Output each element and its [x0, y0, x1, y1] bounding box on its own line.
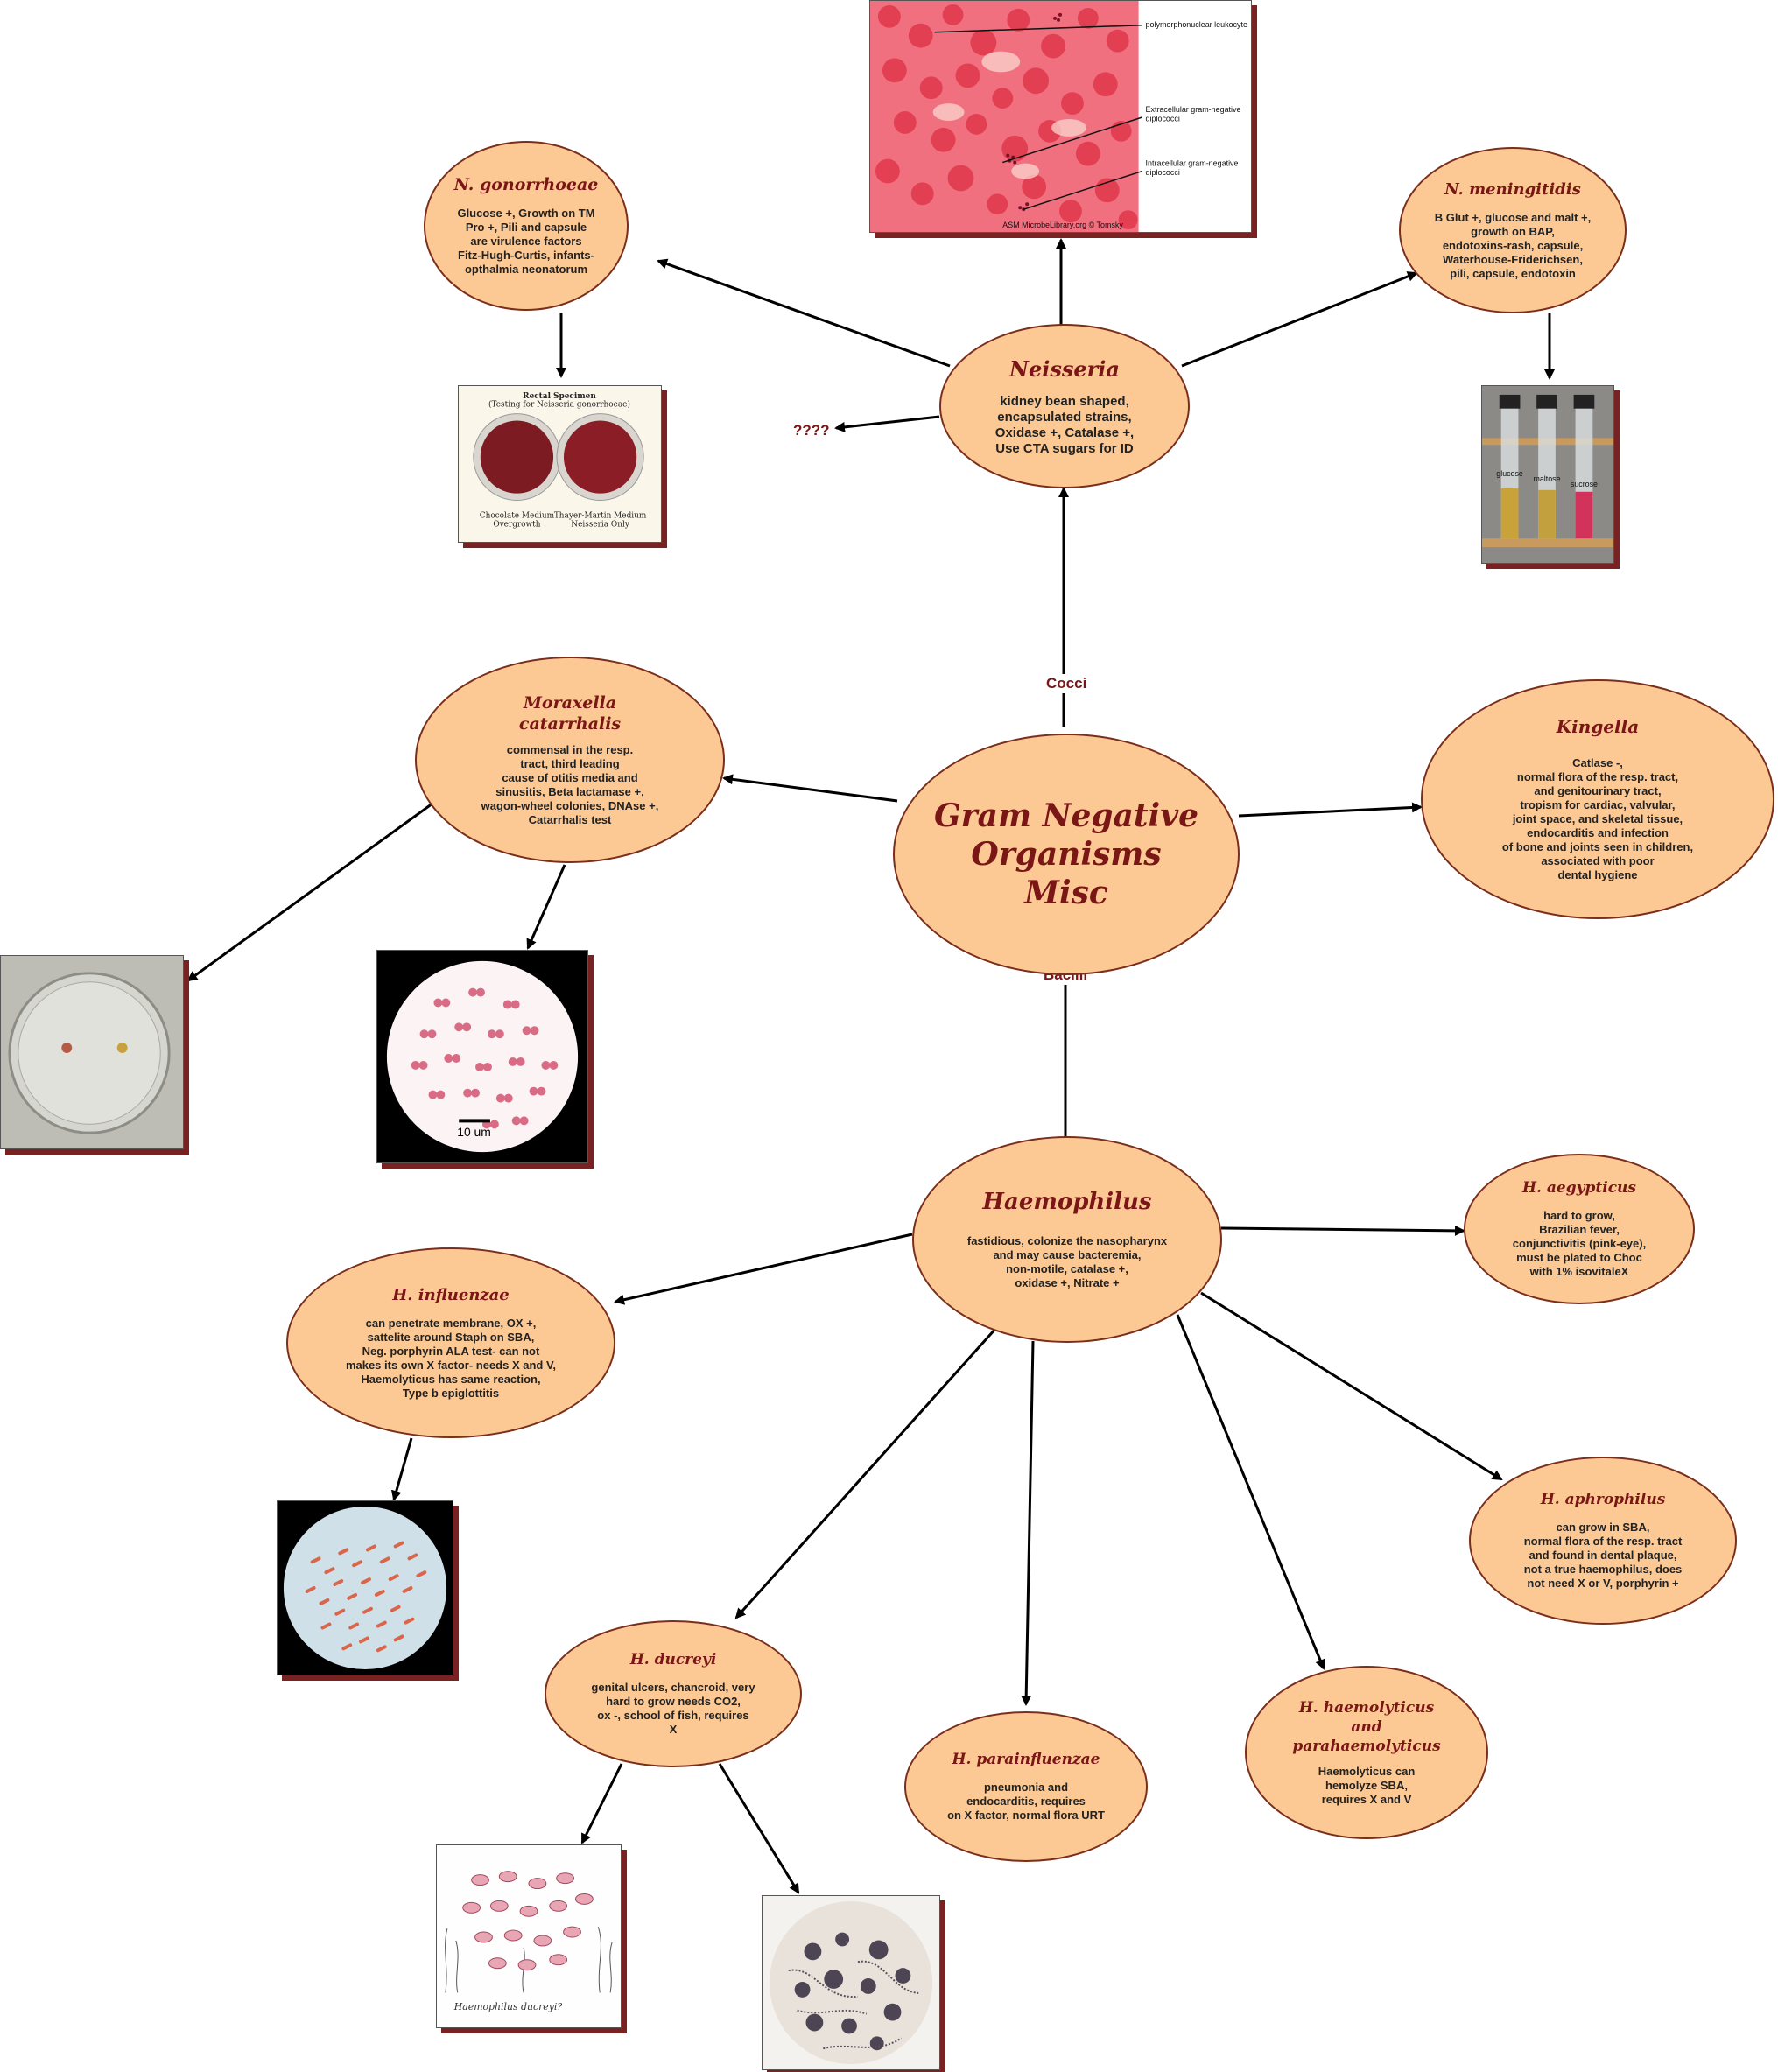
node-haemophilus[interactable]: Haemophilus fastidious, colonize the nas…	[912, 1136, 1222, 1343]
arrow-center-to-kingella	[1238, 802, 1423, 818]
node-h-parainfluenzae[interactable]: H. parainfluenzae pneumonia and endocard…	[904, 1711, 1148, 1862]
edge-label-cocci: Cocci	[1044, 674, 1090, 693]
rectal-specimen-plates-image[interactable]: Rectal Specimen (Testing for Neisseria g…	[458, 385, 662, 543]
arrow-neisseria-to-meningitidis	[1181, 271, 1418, 368]
node-title: N. meningitidis	[1444, 179, 1581, 199]
moraxella-gram-stain-image[interactable]: 10 um	[376, 950, 588, 1163]
plates-illustration: Rectal Specimen (Testing for Neisseria g…	[459, 386, 661, 542]
node-body: genital ulcers, chancroid, very hard to …	[591, 1681, 755, 1736]
node-title: H. parainfluenzae	[952, 1751, 1100, 1768]
node-title: H. haemolyticus and parahaemolyticus	[1292, 1699, 1441, 1755]
plate-title: Rectal Specimen	[523, 392, 596, 401]
node-body: Haemolyticus can hemolyze SBA, requires …	[1318, 1765, 1416, 1806]
h-influenzae-gram-stain-image[interactable]	[277, 1500, 453, 1675]
arrow-haemophilus-to-ducreyi	[734, 1326, 998, 1619]
svg-text-line: Neisseria Only	[571, 521, 629, 530]
arrow-center-to-moraxella	[722, 774, 898, 803]
node-title: H. aphrophilus	[1540, 1491, 1666, 1508]
node-h-aphrophilus[interactable]: H. aphrophilus can grow in SBA, normal f…	[1469, 1457, 1737, 1625]
node-title: H. aegypticus	[1522, 1179, 1636, 1197]
arrow-influenzae-to-stain	[390, 1437, 413, 1501]
school-of-fish-drawing-image[interactable]: Haemophilus ducreyi?	[436, 1844, 622, 2028]
node-body: B Glut +, glucose and malt +, growth on …	[1434, 210, 1592, 280]
node-title: H. ducreyi	[629, 1651, 717, 1668]
smear-label-extracellular-text: Extracellular gram-negative	[1146, 105, 1241, 114]
plate-right-caption-text: Thayer-Martin Medium	[554, 511, 647, 520]
node-h-influenzae[interactable]: H. influenzae can penetrate membrane, OX…	[286, 1247, 615, 1438]
node-kingella[interactable]: Kingella Catlase -, normal flora of the …	[1421, 679, 1774, 919]
node-h-aegypticus[interactable]: H. aegypticus hard to grow, Brazilian fe…	[1464, 1154, 1695, 1304]
fish-caption: Haemophilus ducreyi?	[453, 2001, 563, 2012]
diplococci-illustration: 10 um	[377, 951, 587, 1162]
node-body: Catlase -, normal flora of the resp. tra…	[1501, 756, 1694, 881]
node-body: Glucose +, Growth on TM Pro +, Pili and …	[457, 207, 595, 276]
gram-stain-smear-image[interactable]: polymorphonuclear leukocyte Extracellula…	[869, 0, 1252, 233]
smear-illustration: polymorphonuclear leukocyte Extracellula…	[870, 1, 1251, 232]
node-title: H. influenzae	[392, 1285, 510, 1304]
smear-label-pmn: polymorphonuclear leukocyte	[1146, 20, 1247, 29]
arrow-ducreyi-to-fish	[580, 1763, 623, 1844]
smear-credit: ASM MicrobeLibrary.org © Tomsky	[1002, 221, 1123, 229]
node-body: commensal in the resp. tract, third lead…	[481, 743, 659, 826]
node-h-ducreyi[interactable]: H. ducreyi genital ulcers, chancroid, ve…	[545, 1620, 802, 1767]
arrow-haemophilus-to-aegypticus	[1220, 1225, 1465, 1236]
node-moraxella[interactable]: Moraxella catarrhalis commensal in the r…	[415, 657, 725, 863]
svg-text-line: diplococci	[1146, 114, 1180, 123]
arrow-haemophilus-to-influenzae	[614, 1233, 913, 1305]
arrow-moraxella-to-stain	[526, 864, 566, 950]
node-title: Kingella	[1556, 716, 1640, 737]
petri-dish-illustration	[1, 956, 183, 1148]
node-body: hard to grow, Brazilian fever, conjuncti…	[1512, 1209, 1647, 1278]
arrow-haemophilus-to-parainfluenzae	[1021, 1340, 1035, 1706]
fish-illustration: Haemophilus ducreyi?	[437, 1845, 621, 2027]
svg-text-line: Overgrowth	[493, 521, 540, 530]
catarrhalis-test-plate-image[interactable]	[0, 955, 184, 1149]
node-title: Neisseria	[1009, 355, 1120, 382]
plate-subtitle: (Testing for Neisseria gonorrhoeae)	[488, 400, 630, 410]
node-title: Haemophilus	[982, 1189, 1152, 1215]
node-body: can penetrate membrane, OX +, sattelite …	[345, 1316, 557, 1400]
node-body: pneumonia and endocarditis, requires on …	[947, 1781, 1105, 1822]
node-title: Gram Negative Organisms Misc	[933, 797, 1199, 911]
tube-label-glucose: glucose	[1496, 469, 1523, 478]
arrow-moraxella-to-plate	[186, 802, 433, 982]
smear-label-intracellular-text: Intracellular gram-negative	[1146, 159, 1239, 168]
arrow-haemophilus-to-haemolyticus	[1176, 1314, 1325, 1670]
svg-text-line: diplococci	[1146, 168, 1180, 177]
node-body: fastidious, colonize the nasopharynx and…	[966, 1234, 1168, 1289]
node-gram-negative[interactable]: Gram Negative Organisms Misc	[893, 734, 1240, 975]
h-ducreyi-stain-image[interactable]	[762, 1895, 940, 2070]
plate-left-caption-text: Chocolate Medium	[480, 511, 555, 520]
node-n-gonorrhoeae[interactable]: N. gonorrhoeae Glucose +, Growth on TM P…	[424, 141, 629, 311]
arrow-neisseria-to-unknown	[834, 415, 940, 432]
node-h-haemolyticus[interactable]: H. haemolyticus and parahaemolyticus Hae…	[1245, 1666, 1488, 1839]
tube-label-sucrose: sucrose	[1571, 480, 1598, 488]
arrow-ducreyi-to-stain	[718, 1763, 800, 1894]
edge-label-unknown: ????	[791, 421, 833, 440]
node-body: can grow in SBA, normal flora of the res…	[1523, 1521, 1683, 1590]
scale-bar-label: 10 um	[457, 1125, 491, 1139]
arrow-neisseria-to-gonorrhoeae	[657, 258, 951, 368]
node-title: Moraxella catarrhalis	[518, 693, 622, 734]
coccobacilli-illustration	[278, 1501, 453, 1675]
cta-sugar-tubes-image[interactable]: glucose maltose sucrose	[1481, 385, 1614, 564]
node-body: kidney bean shaped, encapsulated strains…	[994, 393, 1135, 456]
tubes-illustration: glucose maltose sucrose	[1482, 386, 1613, 563]
ducreyi-illustration	[763, 1896, 939, 2069]
node-n-meningitidis[interactable]: N. meningitidis B Glut +, glucose and ma…	[1399, 147, 1627, 313]
node-title: N. gonorrhoeae	[453, 175, 599, 194]
arrow-haemophilus-to-aphrophilus	[1200, 1291, 1503, 1481]
node-neisseria[interactable]: Neisseria kidney bean shaped, encapsulat…	[939, 324, 1190, 488]
tube-label-maltose: maltose	[1534, 474, 1561, 483]
